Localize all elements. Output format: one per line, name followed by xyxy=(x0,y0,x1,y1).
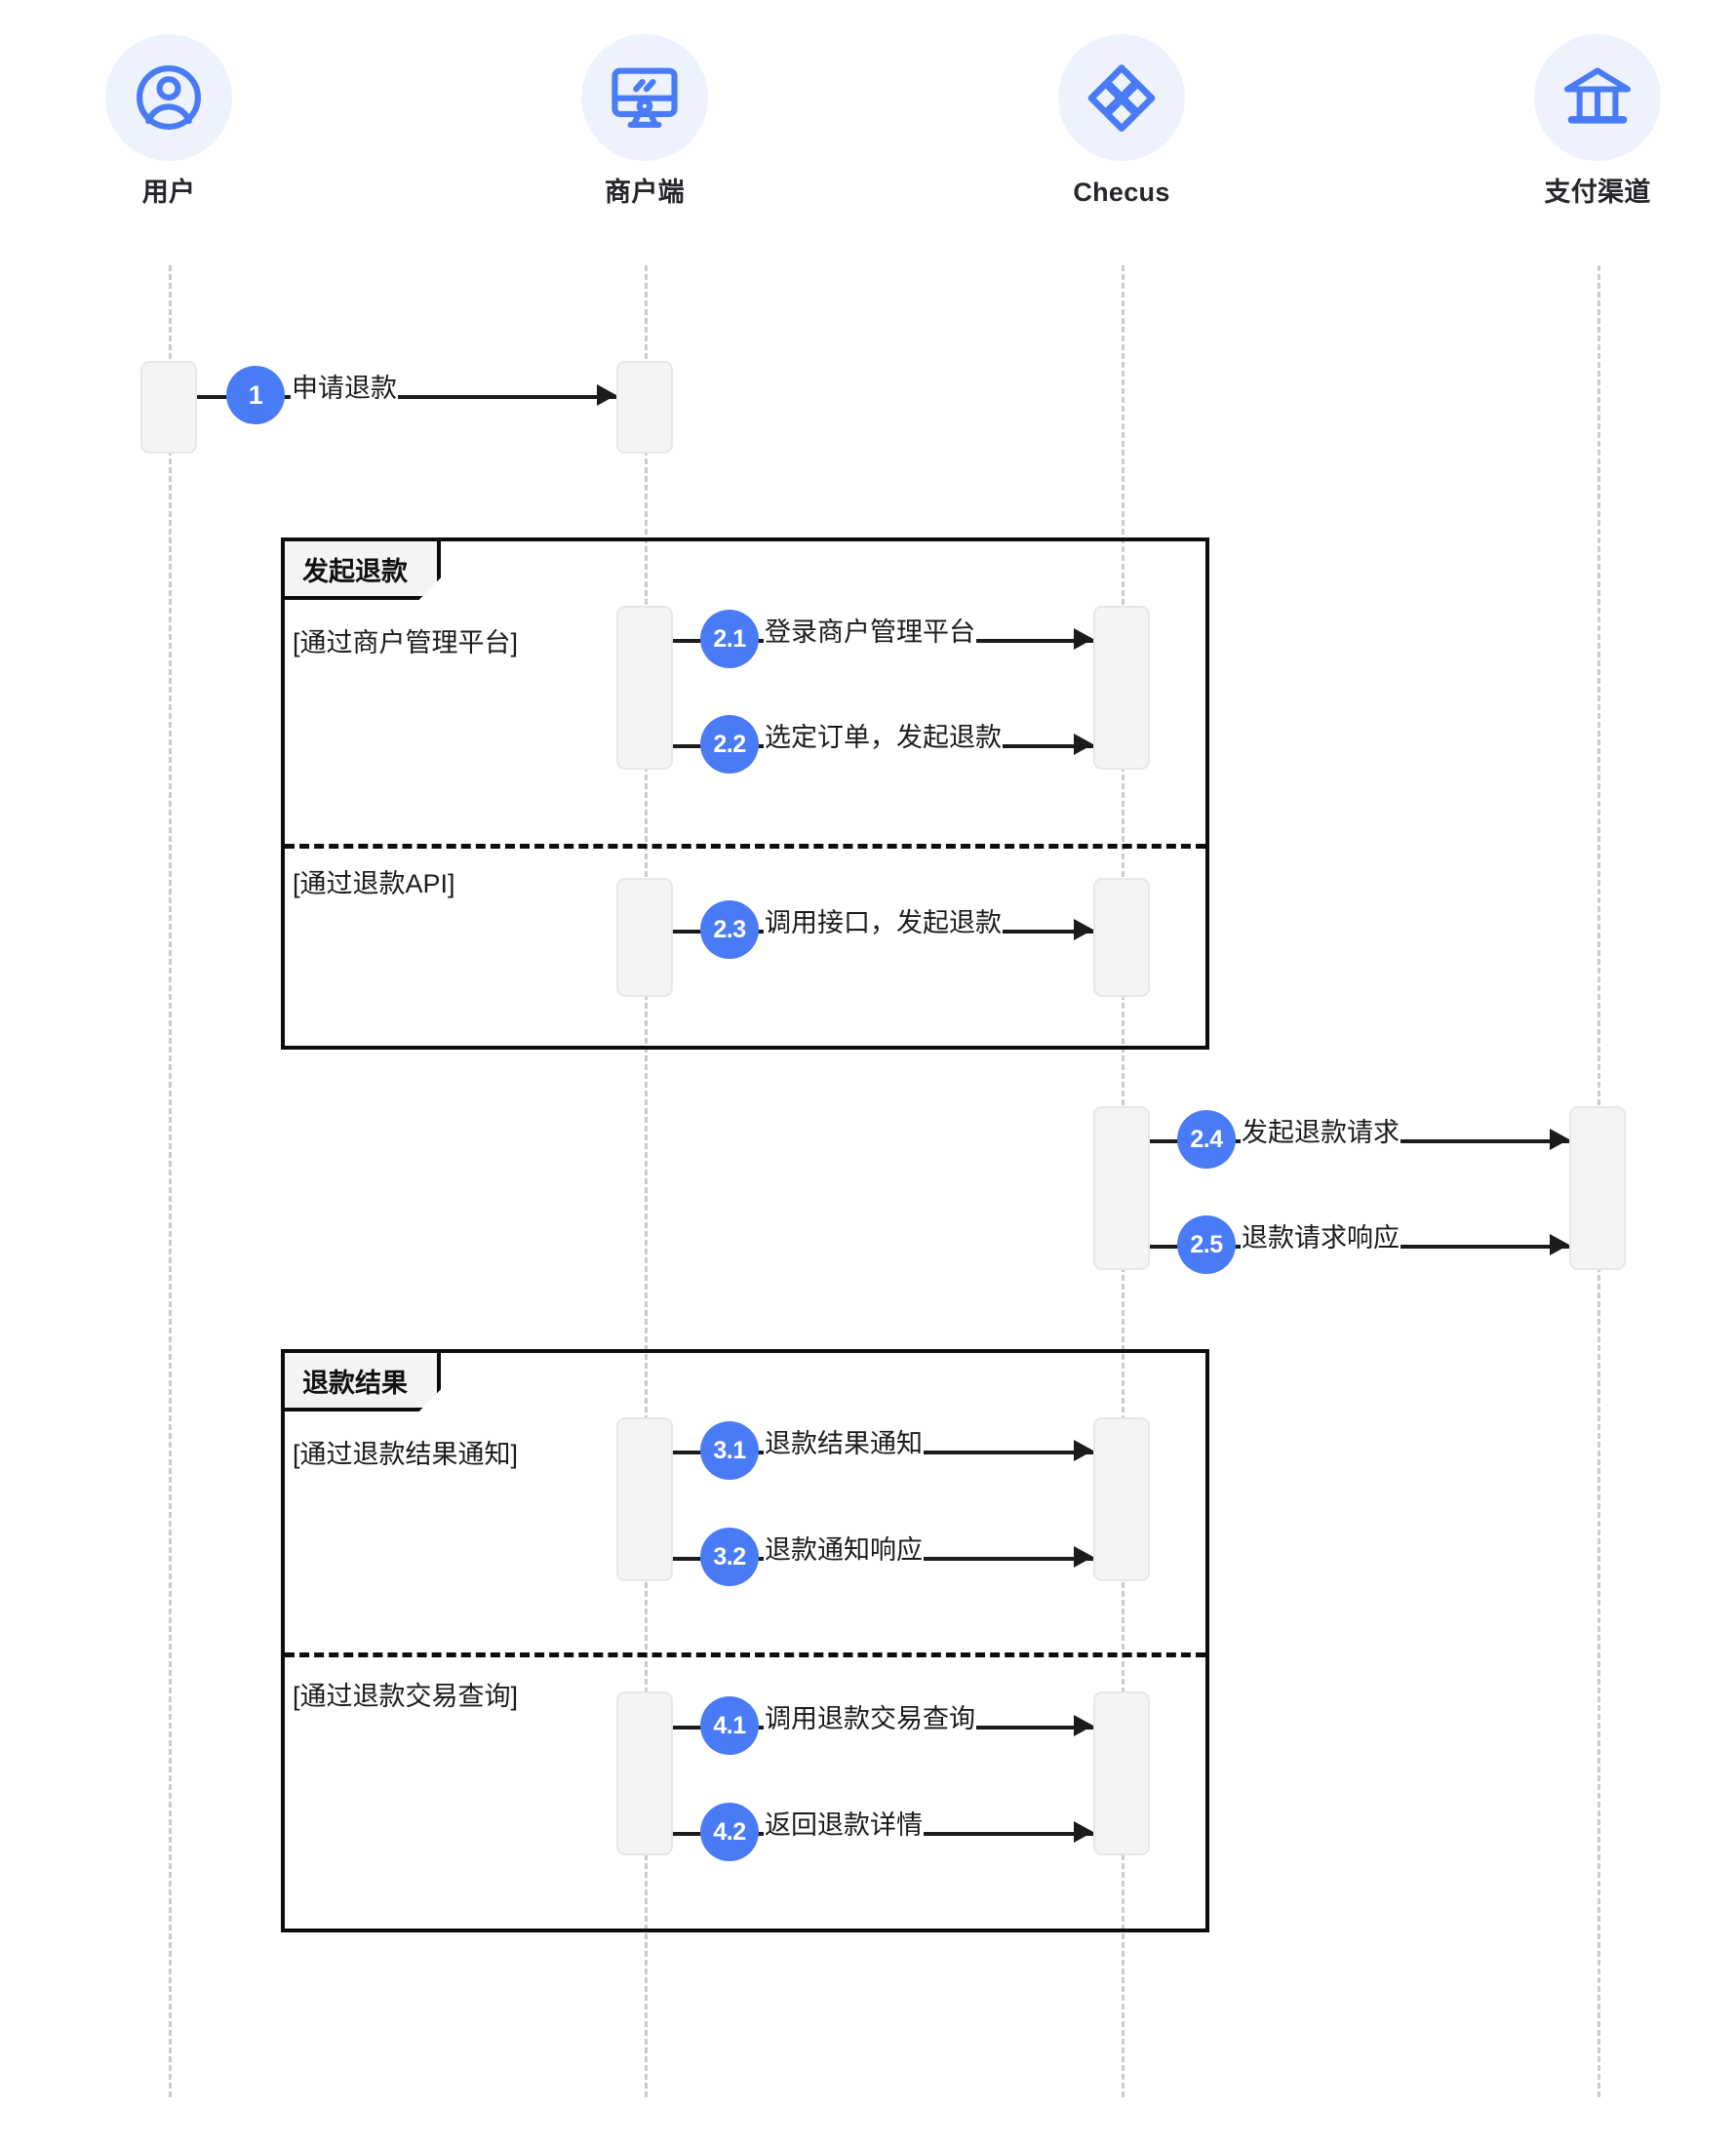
message-2-2-label: 选定订单，发起退款 xyxy=(764,722,1003,754)
message-3-2-arrowhead xyxy=(1074,1546,1093,1568)
activation-checus-3 xyxy=(1093,878,1150,997)
message-3-1-label: 退款结果通知 xyxy=(764,1428,924,1460)
lifeline-user xyxy=(169,265,172,2097)
actor-label-merchant: 商户端 xyxy=(605,178,685,207)
message-1-label: 申请退款 xyxy=(291,373,398,405)
message-2-3-badge: 2.3 xyxy=(700,900,759,959)
message-4-2-arrowhead xyxy=(1074,1821,1093,1843)
message-2-3-arrowhead xyxy=(1074,919,1093,940)
message-2-5-badge: 2.5 xyxy=(1177,1215,1236,1274)
activation-merchant-1 xyxy=(616,361,673,454)
message-1-arrowhead xyxy=(597,384,616,406)
lifeline-merchant xyxy=(645,265,648,2097)
message-4-1-badge: 4.1 xyxy=(700,1696,759,1755)
activation-checus-4 xyxy=(1093,1106,1150,1270)
fragment-initiate-refund-divider xyxy=(285,844,1205,849)
message-3-1-badge: 3.1 xyxy=(700,1421,759,1480)
message-2-5-label: 退款请求响应 xyxy=(1241,1222,1401,1254)
user-avatar-icon xyxy=(105,34,232,161)
actor-label-user: 用户 xyxy=(141,178,196,207)
fragment-refund-result: 退款结果 xyxy=(281,1349,1209,1932)
activation-checus-6 xyxy=(1093,1691,1150,1855)
fragment-refund-result-divider xyxy=(285,1652,1205,1657)
activation-merchant-3 xyxy=(616,878,673,997)
message-2-4-badge: 2.4 xyxy=(1177,1110,1236,1169)
activation-channel-4 xyxy=(1569,1106,1626,1270)
message-1-badge: 1 xyxy=(226,366,285,424)
bank-columns-icon xyxy=(1534,34,1661,161)
activation-merchant-5 xyxy=(616,1417,673,1581)
guard-refund-api: [通过退款API] xyxy=(293,869,455,898)
message-1-line xyxy=(197,395,616,399)
guard-refund-notify: [通过退款结果通知] xyxy=(293,1440,519,1469)
actor-user[interactable]: 用户 xyxy=(52,34,286,208)
fragment-initiate-refund-label: 发起退款 xyxy=(285,541,441,600)
actor-checus[interactable]: Checus xyxy=(1005,34,1239,208)
activation-merchant-6 xyxy=(616,1691,673,1855)
message-2-1-label: 登录商户管理平台 xyxy=(764,617,976,649)
activation-user-1 xyxy=(140,361,197,454)
actor-label-checus: Checus xyxy=(1073,178,1170,207)
desktop-monitor-icon xyxy=(581,34,708,161)
message-2-1-arrowhead xyxy=(1074,628,1093,650)
guard-refund-query: [通过退款交易查询] xyxy=(293,1682,519,1711)
message-4-2-label: 返回退款详情 xyxy=(764,1810,924,1842)
activation-checus-2 xyxy=(1093,606,1150,770)
message-4-1-label: 调用退款交易查询 xyxy=(764,1703,976,1735)
message-2-1-badge: 2.1 xyxy=(700,610,759,668)
message-2-3-label: 调用接口，发起退款 xyxy=(764,907,1003,939)
activation-merchant-2 xyxy=(616,606,673,770)
message-3-1-arrowhead xyxy=(1074,1440,1093,1461)
fragment-refund-result-label: 退款结果 xyxy=(285,1353,441,1412)
four-diamonds-icon xyxy=(1058,34,1185,161)
guard-merchant-platform: [通过商户管理平台] xyxy=(293,628,519,657)
fragment-initiate-refund: 发起退款 xyxy=(281,537,1209,1050)
actor-channel[interactable]: 支付渠道 xyxy=(1480,34,1715,208)
message-4-1-arrowhead xyxy=(1074,1715,1093,1736)
message-2-2-arrowhead xyxy=(1074,734,1093,755)
message-2-4-label: 发起退款请求 xyxy=(1241,1117,1401,1149)
message-2-2-badge: 2.2 xyxy=(700,715,759,774)
actor-merchant[interactable]: 商户端 xyxy=(528,34,762,208)
message-2-4-arrowhead xyxy=(1550,1129,1569,1150)
activation-checus-5 xyxy=(1093,1417,1150,1581)
message-4-2-badge: 4.2 xyxy=(700,1803,759,1861)
actor-label-channel: 支付渠道 xyxy=(1544,178,1651,207)
message-3-2-badge: 3.2 xyxy=(700,1528,759,1586)
message-2-5-arrowhead xyxy=(1550,1234,1569,1255)
message-3-2-label: 退款通知响应 xyxy=(764,1534,924,1567)
